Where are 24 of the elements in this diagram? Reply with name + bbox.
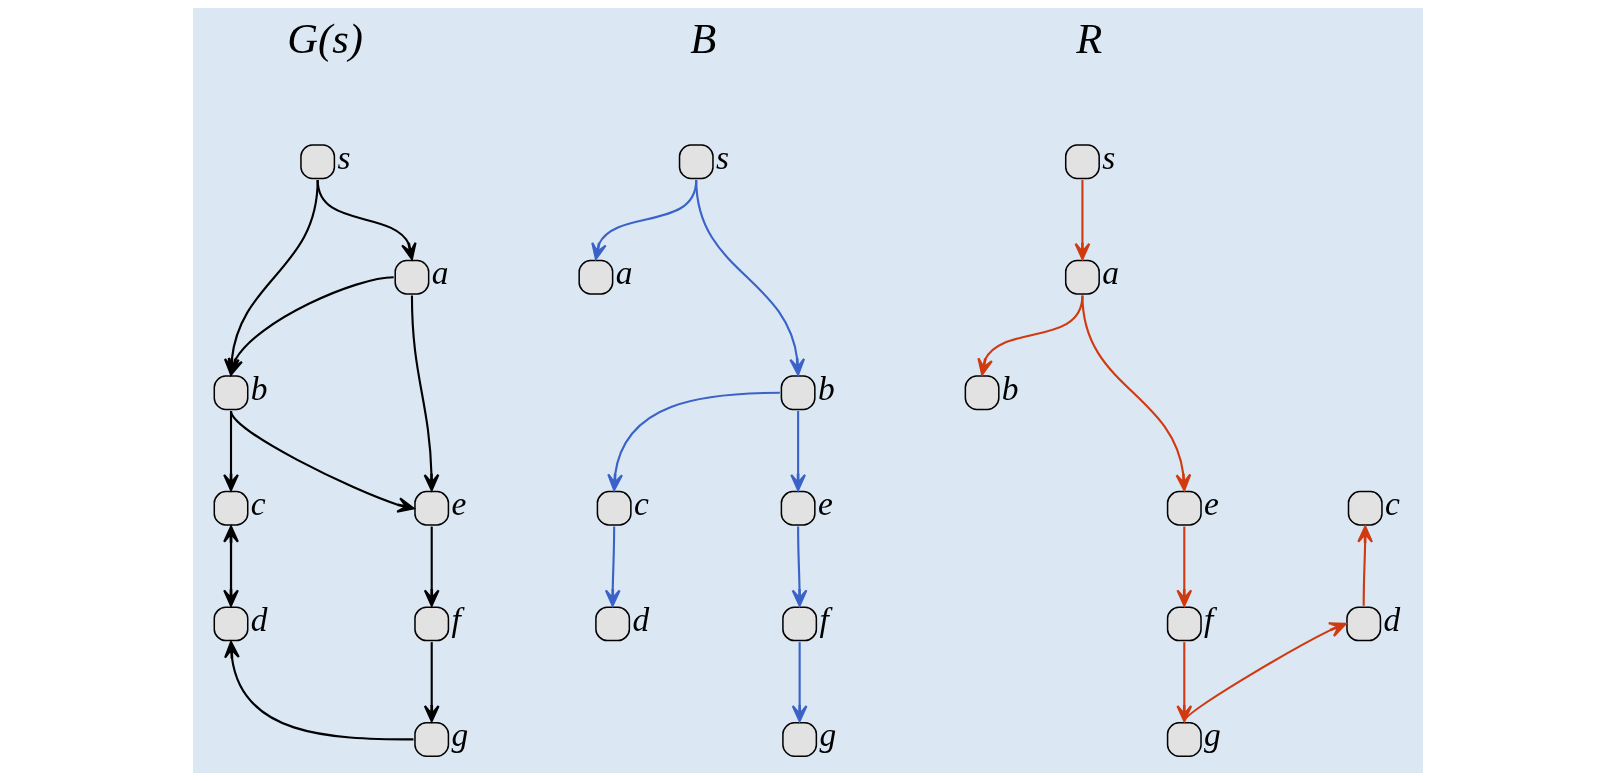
node-label: d [1383, 600, 1401, 638]
node-label: c [250, 485, 266, 523]
node-label: e [817, 485, 833, 523]
node-label: g [451, 716, 469, 754]
node-label: e [451, 485, 467, 523]
node-label: b [817, 369, 835, 407]
node-label: e [1204, 485, 1219, 523]
label: G(s) [287, 14, 363, 62]
node-label: s [337, 138, 351, 176]
label: R [1076, 14, 1103, 62]
node-label: g [1204, 716, 1221, 754]
node-label: c [1384, 485, 1400, 523]
node-label: d [632, 600, 650, 638]
node-label: s [1102, 138, 1116, 176]
node-label: g [819, 716, 837, 754]
node-label: b [250, 369, 268, 407]
label: B [690, 14, 717, 62]
node-label: a [431, 254, 449, 292]
node-label: d [250, 600, 268, 638]
node-label: s [716, 138, 730, 176]
node-label: c [633, 485, 649, 523]
node-label: a [615, 254, 633, 292]
node-label: b [1001, 369, 1019, 407]
node-label: a [1102, 254, 1119, 292]
